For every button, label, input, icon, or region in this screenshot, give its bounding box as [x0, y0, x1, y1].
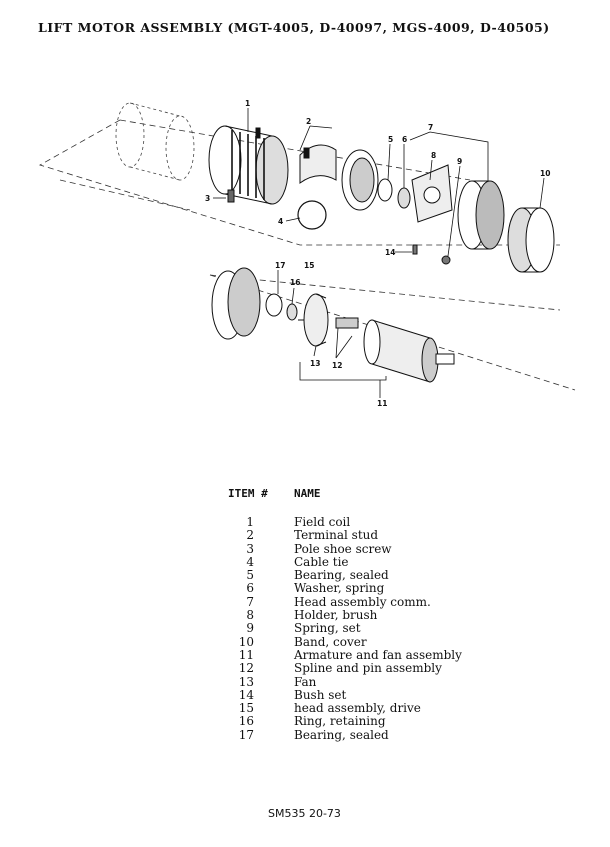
item-name: Spring, set	[294, 621, 361, 636]
item-number: 7	[246, 594, 254, 609]
callout-3: 3	[205, 194, 210, 203]
item-name: Band, cover	[294, 634, 367, 649]
callout-6: 6	[402, 135, 407, 144]
end-ring-part	[341, 149, 379, 211]
item-name: Armature and fan assembly	[294, 647, 462, 662]
item-name: Bearing, sealed	[294, 568, 389, 583]
callout-5: 5	[388, 135, 393, 144]
item-number: 11	[238, 647, 254, 662]
item-number: 4	[246, 554, 254, 569]
item-number: 9	[246, 621, 254, 636]
callout-16: 16	[290, 278, 300, 287]
fan-part	[298, 293, 329, 347]
callout-14: 14	[385, 248, 395, 257]
item-number: 6	[246, 581, 254, 596]
item-number: 17	[238, 727, 254, 742]
item-number: 2	[246, 528, 254, 543]
item-number: 12	[238, 661, 254, 676]
item-name: Field coil	[294, 515, 351, 529]
drive-bearing-part	[265, 293, 298, 321]
callout-11: 11	[377, 399, 387, 408]
band-cover-part	[507, 207, 555, 273]
callout-1: 1	[245, 99, 250, 108]
callout-7: 7	[428, 123, 433, 132]
callout-2: 2	[306, 117, 311, 126]
brush-holder-part	[411, 164, 453, 223]
callout-13: 13	[310, 359, 320, 368]
item-name: Washer, spring	[294, 581, 385, 596]
item-number: 13	[238, 674, 254, 689]
exploded-diagram: 1 2 3 4 5 6 7 8 9 10 11 12 13 14 15 16 1…	[38, 99, 576, 408]
item-number: 5	[246, 568, 254, 583]
item-name: head assembly, drive	[294, 701, 421, 716]
item-number: 1	[246, 515, 254, 529]
callout-4: 4	[278, 217, 283, 226]
pole-shoe-screw-part	[227, 189, 235, 203]
leader-lines	[213, 108, 545, 398]
header-item: ITEM #	[228, 487, 268, 500]
terminal-stud-part	[299, 144, 337, 184]
item-name: Ring, retaining	[294, 714, 386, 729]
callout-9: 9	[457, 157, 462, 166]
callout-17: 17	[275, 261, 285, 270]
callout-12: 12	[332, 361, 342, 370]
item-number: 14	[238, 687, 254, 702]
spring-bush-part	[412, 244, 451, 265]
item-number: 15	[238, 701, 254, 716]
item-number: 3	[246, 541, 254, 556]
item-name: Cable tie	[294, 554, 349, 569]
item-number: 10	[238, 634, 254, 649]
item-name: Head assembly comm.	[294, 594, 431, 609]
callout-10: 10	[540, 169, 550, 178]
cable-tie-part	[297, 200, 327, 230]
callout-8: 8	[431, 151, 436, 160]
callout-15: 15	[304, 261, 314, 270]
spline-pin-part	[335, 317, 359, 329]
drive-head-part	[211, 267, 261, 340]
item-number: 16	[238, 714, 254, 729]
page-title: LIFT MOTOR ASSEMBLY (MGT-4005, D-40097, …	[38, 20, 550, 35]
comm-head-part	[457, 180, 505, 250]
armature-part	[363, 319, 455, 383]
item-name: Bush set	[294, 687, 347, 702]
item-name: Pole shoe screw	[294, 541, 392, 556]
page-footer: SM535 20-73	[268, 807, 341, 820]
item-name: Fan	[294, 674, 317, 689]
item-name: Spline and pin assembly	[294, 661, 442, 676]
housing-outline	[115, 102, 195, 181]
field-coil-part	[208, 125, 289, 205]
header-name: NAME	[294, 487, 321, 500]
item-name: Terminal stud	[294, 528, 379, 543]
item-name: Holder, brush	[294, 608, 378, 623]
item-number: 8	[246, 608, 254, 623]
item-name: Bearing, sealed	[294, 727, 389, 742]
bearing-washer-part	[377, 178, 411, 209]
